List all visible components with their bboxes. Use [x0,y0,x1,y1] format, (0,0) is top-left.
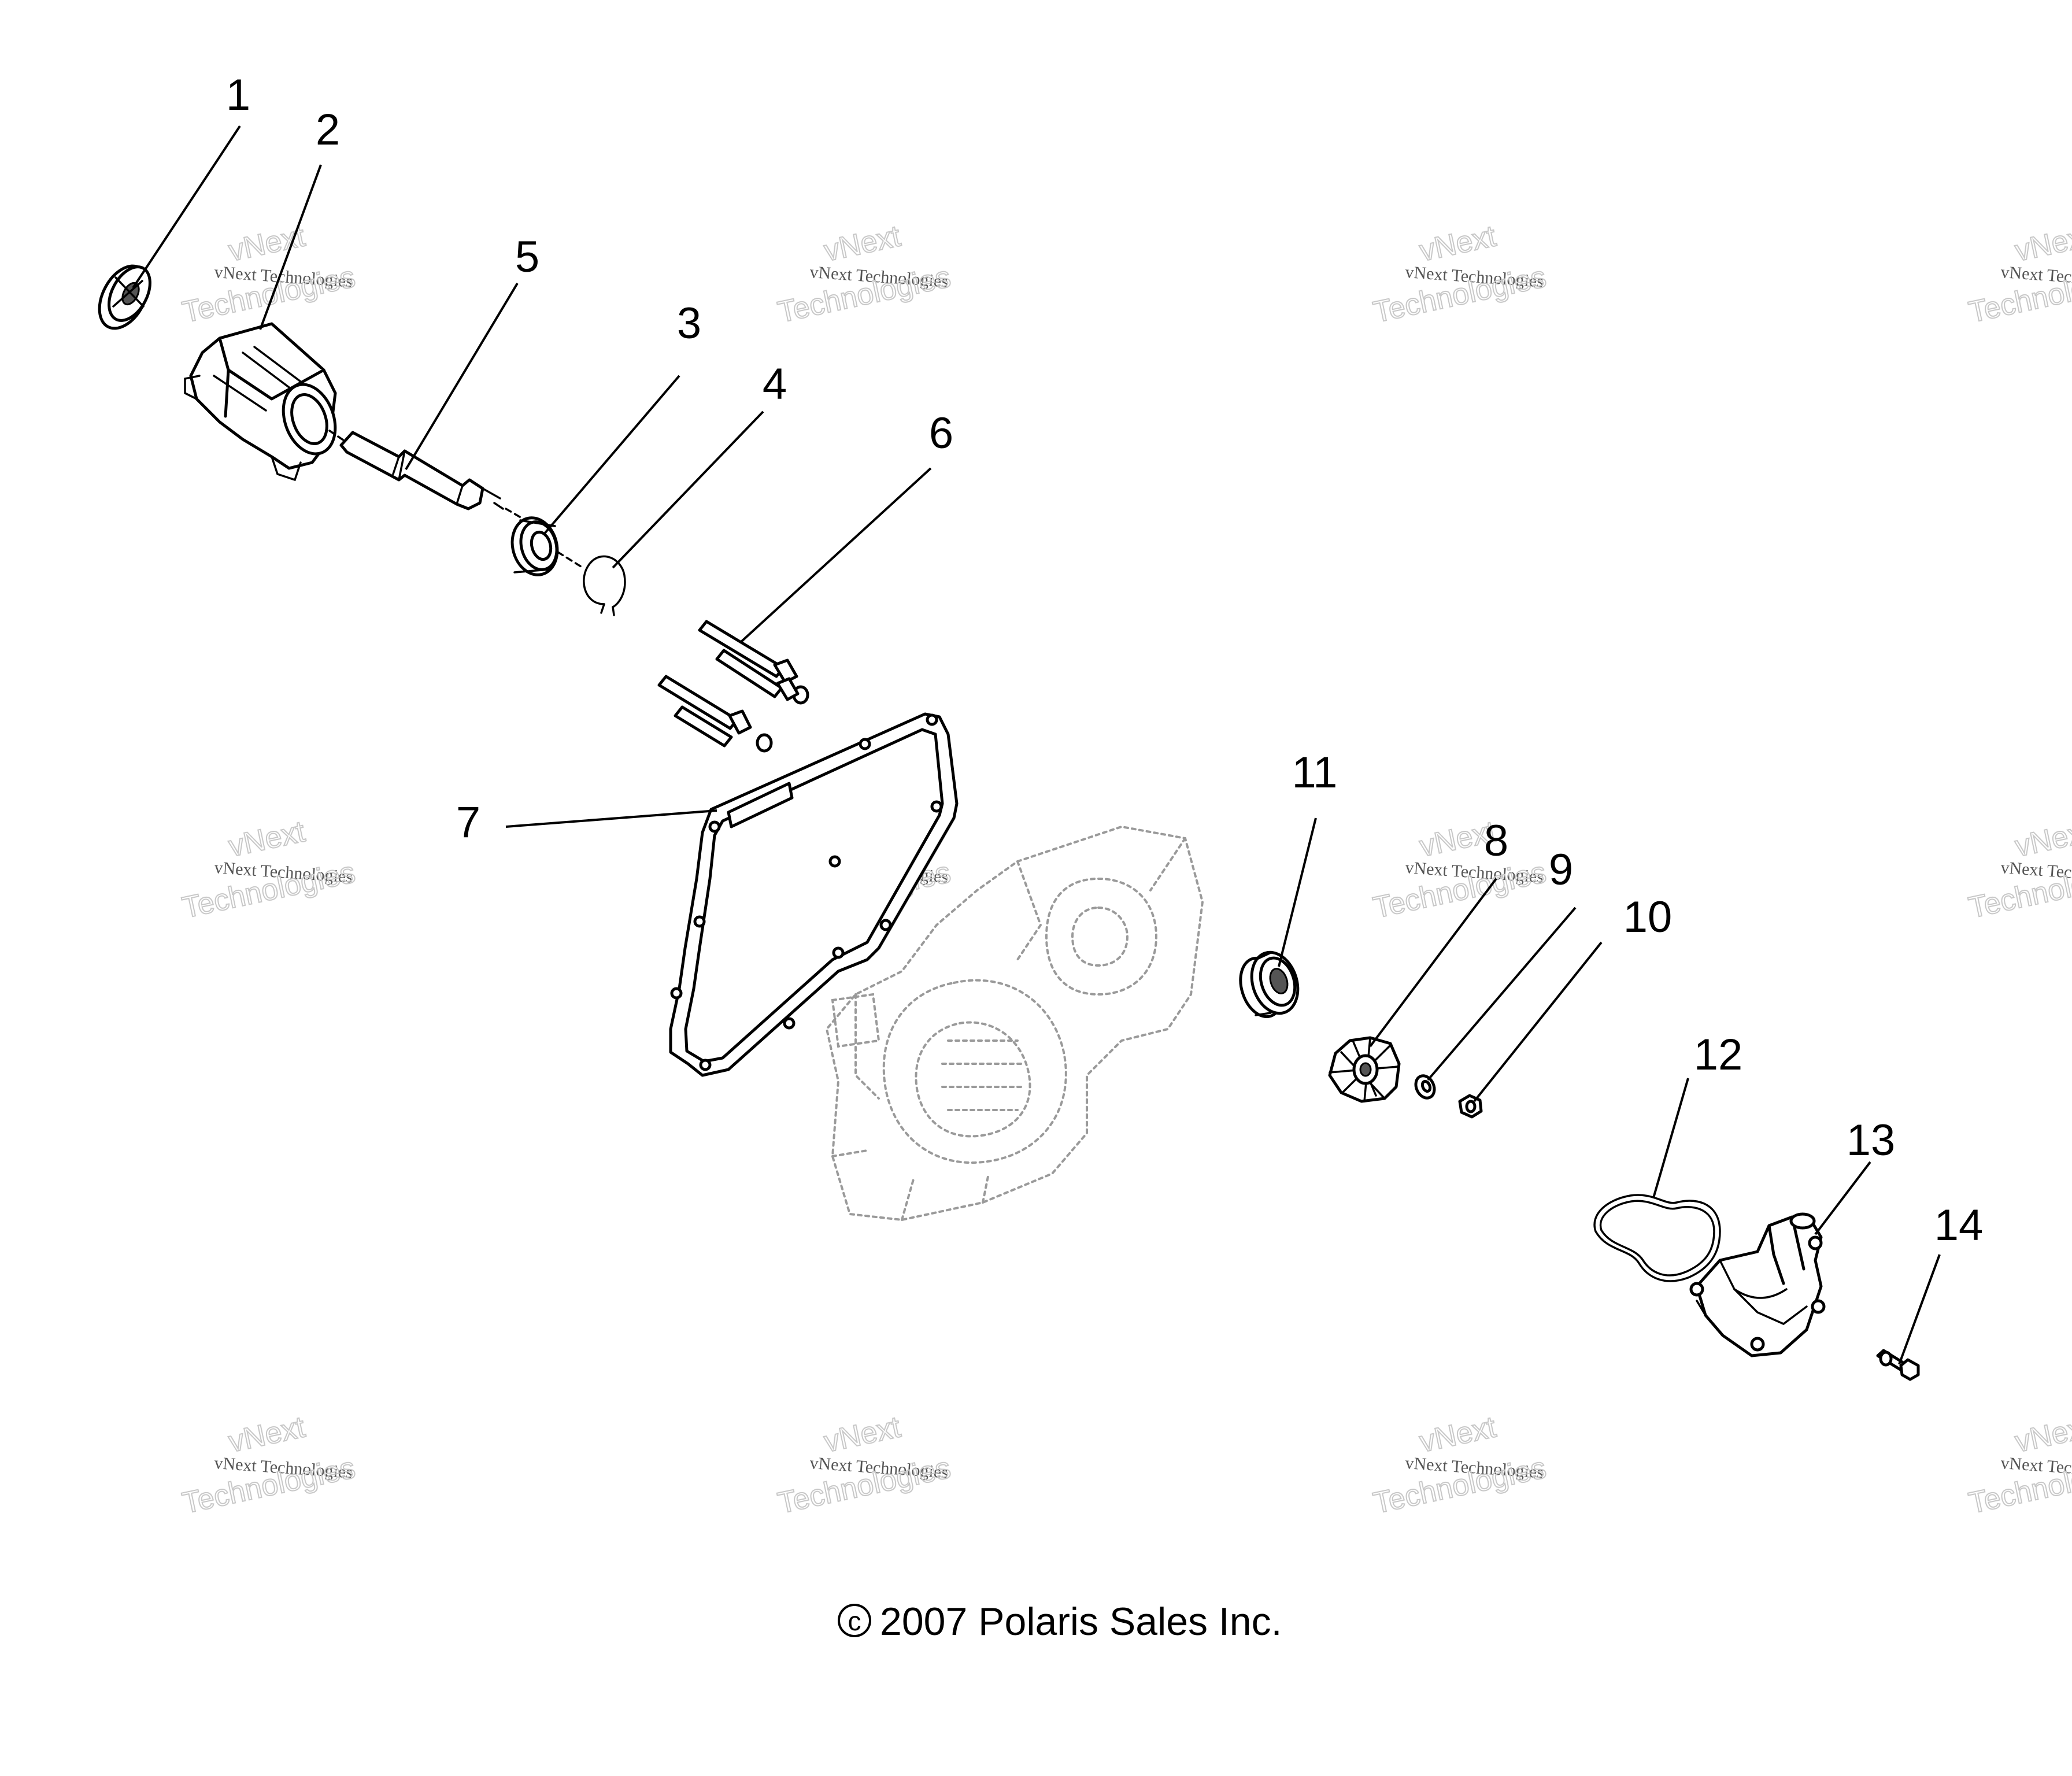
leader-11 [1278,817,1317,967]
callout-5: 5 [515,232,539,282]
leader-4 [612,410,764,569]
watermark-outline-top: vNext [225,219,308,268]
callout-10: 10 [1623,893,1673,942]
callout-8: 8 [1484,816,1508,865]
part-6-bolts [657,620,809,753]
engine-case-ghost [825,825,1204,1222]
leader-10 [1473,941,1603,1102]
part-11-mechanical-seal [1239,950,1300,1019]
callout-3: 3 [677,299,701,348]
part-5-shaft [328,430,542,530]
part-9-washer [1414,1074,1436,1100]
part-10-nut [1458,1094,1483,1119]
watermark-outline-top: vNext [225,815,308,863]
leader-8 [1369,878,1497,1048]
watermark-outline-top: vNext [2012,1410,2072,1459]
copyright-circle [838,1604,871,1637]
part-3-bearing [510,516,582,576]
part-12-o-ring [1593,1194,1721,1282]
leader-3 [542,375,680,536]
callout-11: 11 [1292,748,1338,797]
watermark-outline-top: vNext [821,219,904,268]
watermark-outline-top: vNext [821,1410,904,1459]
part-14-bolt [1876,1349,1920,1381]
watermark-outline-top: vNext [225,1410,308,1459]
callout-14: 14 [1934,1201,1984,1250]
callout-4: 4 [763,360,787,409]
part-2-pump-housing [184,322,337,482]
watermark-outline-top: vNext [2012,815,2072,863]
leader-6 [740,467,932,643]
leader-12 [1652,1078,1689,1198]
watermark-outline-top: vNext [2012,219,2072,268]
copyright-text: 2007 Polaris Sales Inc. [880,1600,1282,1644]
callout-1: 1 [226,71,250,120]
leader-13 [1814,1161,1871,1235]
watermark-outline-top: vNext [1416,219,1499,268]
part-4-circlip [583,555,626,616]
leader-1 [132,125,241,289]
copyright-symbol: c [848,1606,861,1636]
part-1-seal [98,264,151,330]
leader-lines [132,125,1941,1365]
callout-13: 13 [1847,1116,1896,1165]
callout-12: 12 [1694,1030,1743,1079]
part-7-gasket [669,712,959,1077]
callout-7: 7 [456,798,480,847]
callout-labels: 1 2 5 3 4 6 7 11 8 9 10 12 13 14 [226,71,1983,1250]
leader-14 [1898,1254,1941,1365]
copyright-notice: c 2007 Polaris Sales Inc. [838,1600,1282,1644]
leader-2 [259,164,322,330]
leader-7 [505,809,717,828]
callout-9: 9 [1549,845,1573,894]
part-8-impeller [1328,1036,1401,1103]
leader-9 [1427,906,1577,1081]
callout-6: 6 [929,409,953,458]
watermark-outline-top: vNext [1416,1410,1499,1459]
leader-5 [405,282,519,471]
part-13-pump-cover [1689,1212,1826,1357]
callout-2: 2 [316,105,340,154]
